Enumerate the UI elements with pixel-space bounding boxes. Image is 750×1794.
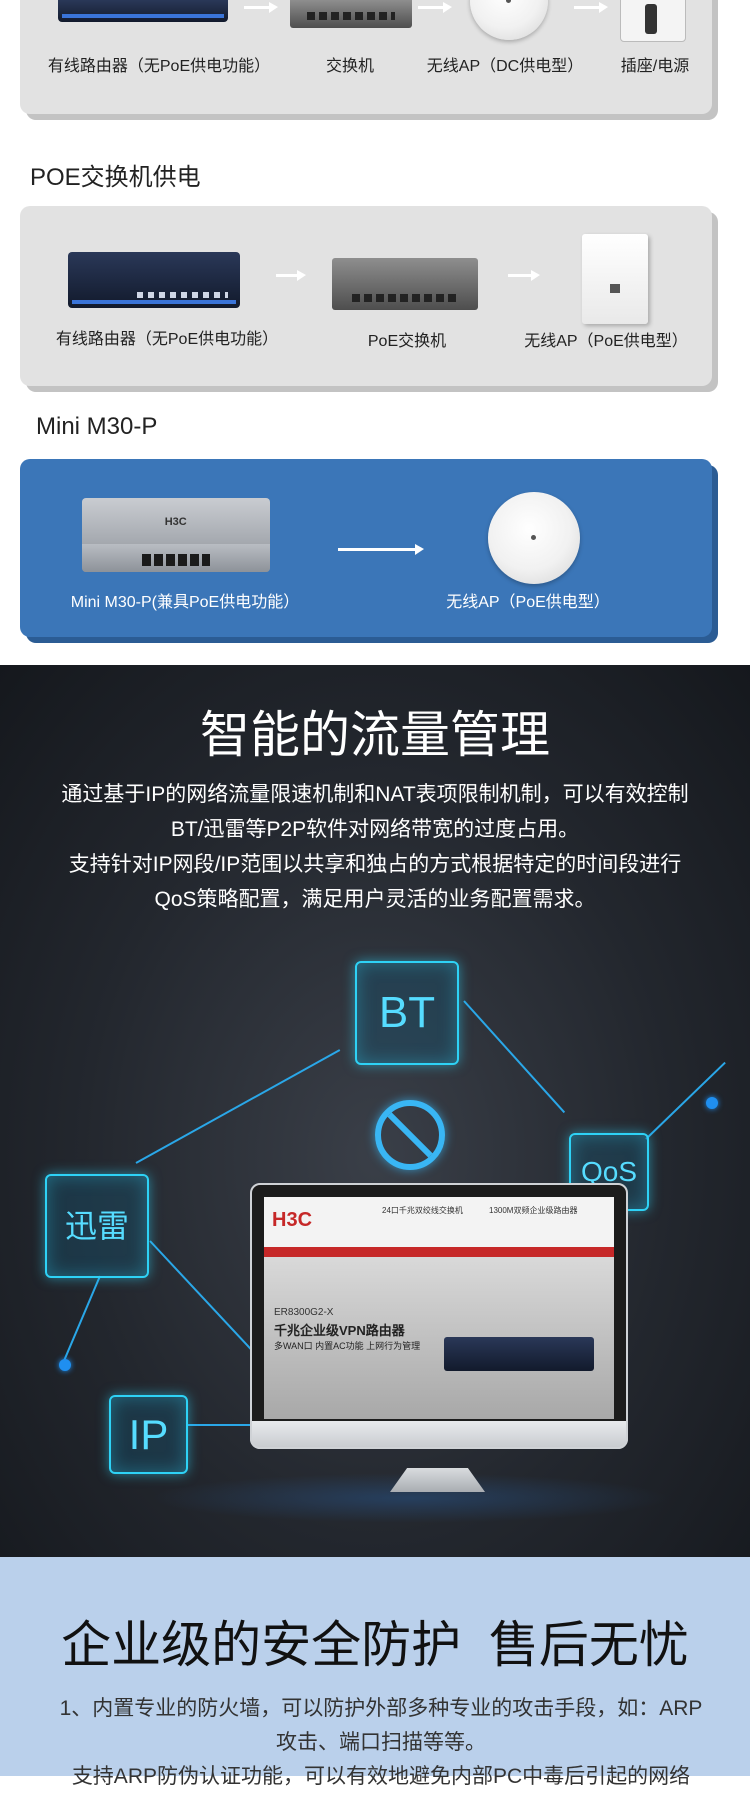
mini-m30p-image: H3C [82, 498, 270, 572]
traffic-management-section: 智能的流量管理 通过基于IP的网络流量限速机制和NAT表项限制机制，可以有效控制… [0, 665, 750, 1557]
description-line: 支持ARP防伪认证功能，可以有效地避免内部PC中毒后引起的网络 [71, 1765, 691, 1788]
screen-model: ER8300G2-X [274, 1307, 334, 1318]
arrow-icon [276, 270, 306, 281]
caption-mini-m30p: Mini M30-P(兼具PoE供电功能） [70, 594, 300, 611]
caption-power-socket: 插座/电源 [620, 58, 690, 75]
wired-router-image [68, 252, 240, 308]
caption-switch: 交换机 [325, 58, 374, 75]
heading-poe-switch: POE交换机供电 [30, 164, 201, 191]
description-line: QoS策略配置，满足用户灵活的业务配置需求。 [154, 888, 596, 911]
heading-mini-m30p: Mini M30-P [36, 413, 158, 440]
caption-wireless-ap-poe: 无线AP（PoE供电型） [524, 333, 688, 350]
node-xunlei: 迅雷 [45, 1174, 149, 1278]
arrow-icon [244, 2, 278, 13]
monitor-image: H3C 24口千兆双绞线交换机 1300M双频企业级路由器 ER8300G2-X… [250, 1183, 628, 1449]
security-section: 企业级的安全防护 售后无忧 1、内置专业的防火墙，可以防护外部多种专业的攻击手段… [0, 1557, 750, 1788]
switch-image [290, 0, 412, 28]
screen-router-image [444, 1337, 594, 1371]
power-diagrams-section: 有线路由器（无PoE供电功能） 交换机 无线AP（DC供电型） 插座/电源 PO… [0, 0, 750, 665]
screen-subline: 多WAN口 内置AC功能 上网行为管理 [274, 1341, 421, 1351]
arrow-icon [508, 270, 540, 281]
power-socket-image [620, 0, 686, 42]
arrow-icon [418, 2, 452, 13]
caption-wireless-ap-dc: 无线AP（DC供电型） [426, 58, 584, 75]
wireless-ap-image [488, 492, 580, 584]
block-icon [375, 1100, 445, 1170]
screen-nav-bar [264, 1247, 614, 1257]
caption-wireless-ap-poe: 无线AP（PoE供电型） [446, 594, 610, 611]
monitor-chin [250, 1421, 628, 1449]
poe-switch-image [332, 258, 478, 310]
connector-dot [706, 1097, 718, 1109]
monitor-screen: H3C 24口千兆双绞线交换机 1300M双频企业级路由器 ER8300G2-X… [264, 1197, 614, 1419]
screen-promo-right: 1300M双频企业级路由器 [489, 1206, 578, 1215]
arrow-icon [574, 2, 608, 13]
description-line: 通过基于IP的网络流量限速机制和NAT表项限制机制，可以有效控制 [61, 783, 689, 806]
screen-headline: 千兆企业级VPN路由器 [274, 1323, 405, 1338]
connector-dot [59, 1359, 71, 1371]
node-bt: BT [355, 961, 459, 1065]
wired-router-image [58, 0, 228, 22]
description-line: 1、内置专业的防火墙，可以防护外部多种专业的攻击手段，如：ARP [59, 1697, 703, 1720]
screen-promo-left: 24口千兆双绞线交换机 [382, 1206, 463, 1215]
caption-wired-router: 有线路由器（无PoE供电功能） [47, 58, 271, 75]
section-title: 企业级的安全防护 售后无忧 [61, 1617, 689, 1673]
description-line: 攻击、端口扫描等等。 [276, 1731, 486, 1754]
arrow-icon [338, 544, 424, 555]
description-line: BT/迅雷等P2P软件对网络带宽的过度占用。 [170, 818, 580, 841]
connection-line [186, 1424, 252, 1426]
monitor-stand [390, 1468, 485, 1492]
caption-poe-switch: PoE交换机 [367, 333, 447, 350]
node-ip: IP [109, 1395, 188, 1474]
section-title: 智能的流量管理 [200, 707, 550, 763]
screen-logo: H3C [272, 1209, 313, 1231]
caption-wired-router: 有线路由器（无PoE供电功能） [55, 331, 279, 348]
description-line: 支持针对IP网段/IP范围以共享和独占的方式根据特定的时间段进行 [68, 853, 682, 876]
wall-ap-image [582, 234, 648, 324]
